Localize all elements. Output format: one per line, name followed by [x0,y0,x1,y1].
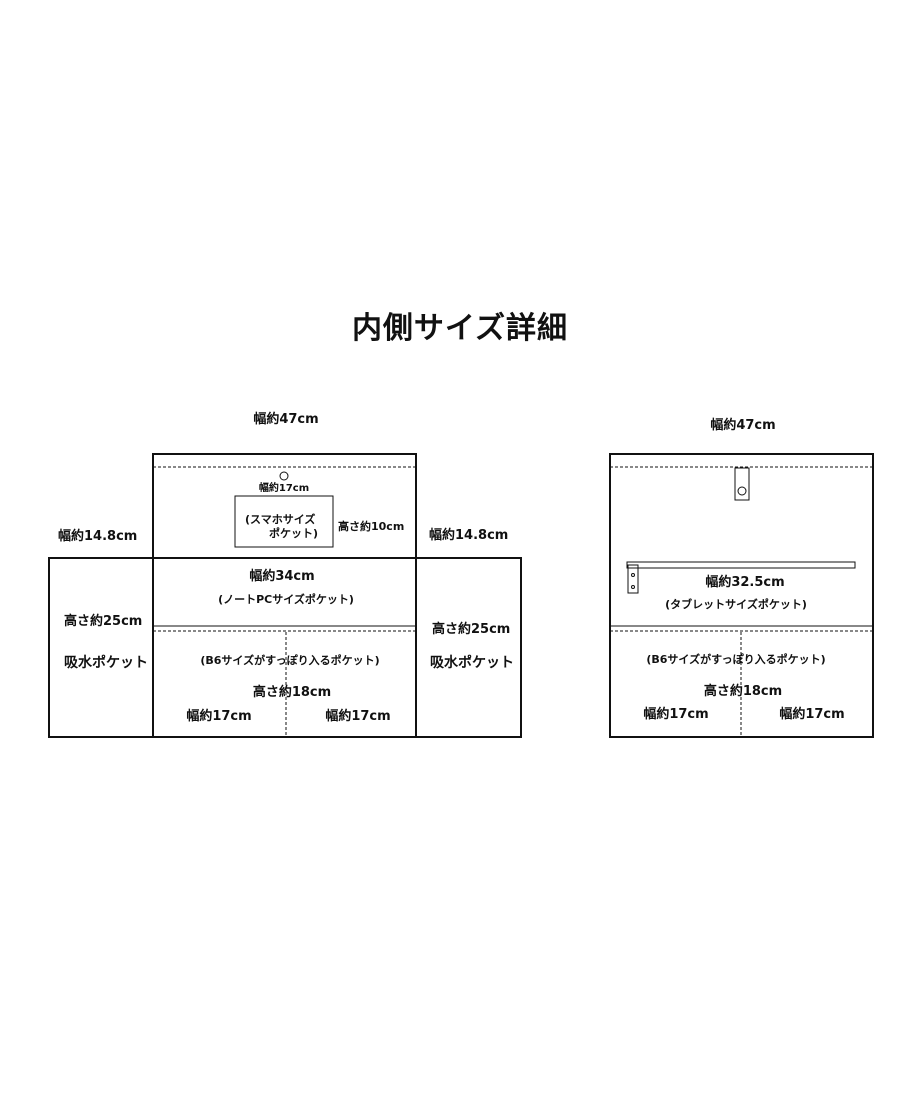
right-elastic-band [626,561,856,569]
laptop-pocket-label: (ノートPCサイズポケット) [218,593,354,606]
right-b6-height-label: 高さ約18cm [703,684,783,699]
right-b6-width-left-label: 幅約17cm [643,707,709,722]
left-phone-height-label: 高さ約10cm [338,520,405,533]
left-b6-pocket-label: (B6サイズがすっぽり入るポケット) [200,654,380,667]
left-phone-pocket [234,495,334,548]
right-strap-tab [734,467,750,501]
tablet-pocket-label: (タブレットサイズポケット) [665,598,807,611]
right-side-width-label: 幅約14.8cm [429,528,509,543]
left-side-height-label: 高さ約25cm [64,614,143,629]
left-side-panel-left [48,557,154,738]
page-title: 内側サイズ詳細 [351,311,569,346]
left-side-pocket-label: 吸水ポケット [64,655,148,671]
right-strap-button-icon [737,486,747,496]
right-main-panel [609,453,874,738]
right-band-rivet-top [631,573,635,577]
right-side-height-label: 高さ約25cm [432,622,511,637]
left-phone-pocket-line2: ポケット) [269,527,319,540]
right-b6-width-right-label: 幅約17cm [779,707,845,722]
left-phone-width-label: 幅約17cm [258,483,310,494]
left-b6-width-left-label: 幅約17cm [186,709,252,724]
tablet-width-label: 幅約32.5cm [705,575,785,590]
left-side-width-label: 幅約14.8cm [58,529,138,544]
left-button-icon [279,471,289,481]
left-phone-pocket-line1: (スマホサイズ [245,513,316,526]
left-side-panel-right [415,557,522,738]
left-b6-width-right-label: 幅約17cm [325,709,391,724]
right-side-pocket-label: 吸水ポケット [430,655,514,671]
right-top-width-label: 幅約47cm [710,418,776,433]
right-band-tab [627,564,639,594]
laptop-width-label: 幅約34cm [249,569,315,584]
right-b6-pocket-label: (B6サイズがすっぽり入るポケット) [646,653,826,666]
left-top-width-label: 幅約47cm [253,412,319,427]
left-b6-height-label: 高さ約18cm [252,685,332,700]
right-band-rivet-bottom [631,585,635,589]
